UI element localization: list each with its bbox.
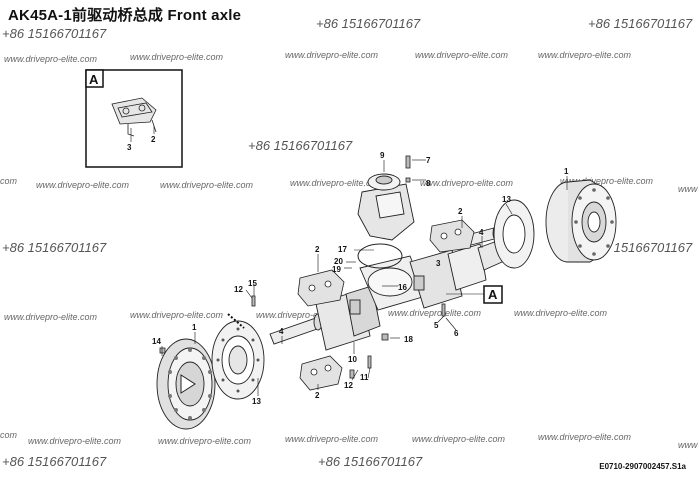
callout-7: 7	[426, 156, 431, 165]
watermark-url: www.drivepro-elite.com	[514, 308, 608, 318]
watermark-url: www.drivepro-elite.com	[538, 432, 632, 442]
detail-label: A	[89, 72, 99, 87]
brake-caliper	[429, 219, 475, 253]
watermark-phone: +86 15166701167	[318, 454, 423, 469]
watermark-url: www.drivepro-elite.com	[130, 52, 224, 62]
callout-9: 9	[380, 151, 385, 160]
watermark-url: www.drivepro-elite.com	[285, 434, 379, 444]
callout-1: 1	[564, 167, 569, 176]
detail-caliper-illustration	[111, 97, 157, 137]
page-title: AK45A-1前驱动桥总成 Front axle	[8, 7, 242, 24]
watermark-url: www.drivepro-elite.com	[285, 50, 379, 60]
callout-20: 20	[334, 257, 343, 266]
watermark-url: www.drivepro-elite.com	[130, 310, 224, 320]
watermark-url: www.drivepro-elite.com	[560, 176, 654, 186]
callout-2: 2	[315, 245, 320, 254]
callout-4: 4	[479, 228, 484, 237]
left-brake-disc	[211, 320, 265, 400]
drawing-code: E0710-2907002457.S1a	[599, 462, 686, 471]
watermark-url: www	[678, 184, 698, 194]
watermark-url: www.drivepro-elite.com	[388, 308, 482, 318]
ref-a-marker: A	[483, 285, 503, 304]
watermark-url: com	[0, 430, 18, 440]
watermark-url: com	[0, 176, 18, 186]
callout-19: 19	[332, 265, 341, 274]
watermark-url: www.drivepro-elite.com	[4, 312, 98, 322]
axle-housing	[315, 239, 503, 351]
left-stud-line	[227, 313, 245, 329]
left-wheel-hub	[156, 338, 216, 430]
brake-caliper	[299, 355, 343, 391]
right-brake-disc	[493, 199, 535, 269]
bolts	[159, 155, 446, 379]
callout-14: 14	[152, 337, 161, 346]
watermark-url: www.drivepro-elite.com	[36, 180, 130, 190]
brake-caliper	[297, 269, 345, 307]
callout-13: 13	[502, 195, 511, 204]
watermark-phone: +86 15166701167	[2, 240, 107, 255]
callout-4: 4	[279, 327, 284, 336]
callout-13: 13	[252, 397, 261, 406]
watermark-url: www.drivepro-elite.com	[412, 434, 506, 444]
callout-6: 6	[454, 329, 459, 338]
callout-3: 3	[436, 259, 441, 268]
callout-5: 5	[434, 321, 439, 330]
leader-lines	[161, 159, 568, 396]
callout-18: 18	[404, 335, 413, 344]
watermark-url: www.drivepro-elite.com	[420, 178, 514, 188]
detail-callout: 2	[151, 135, 156, 144]
watermark-url: www.drivepro-elite.com	[28, 436, 122, 446]
right-wheel-hub	[545, 179, 617, 263]
differential-carrier	[357, 173, 415, 241]
watermark-url: www	[678, 440, 698, 450]
callout-labels: 1 1 2 2 2 3 4 4 5 6 7 8 9 10 11 12 12 13…	[152, 151, 569, 406]
watermark-phone: +86 15166701167	[2, 26, 107, 41]
watermark-url: www.drivepro-elite.com	[256, 310, 350, 320]
detail-callout: 3	[127, 143, 132, 152]
callout-12: 12	[344, 381, 353, 390]
watermark-url: www.drivepro-elite.com	[290, 178, 384, 188]
watermark-phone: +86 15166701167	[588, 16, 693, 31]
callout-10: 10	[348, 355, 357, 364]
watermark-url: www.drivepro-elite.com	[538, 50, 632, 60]
watermark-url: www.drivepro-elite.com	[415, 50, 509, 60]
watermark-phone: +86 15166701167	[2, 454, 107, 469]
callout-16: 16	[398, 283, 407, 292]
callout-17: 17	[338, 245, 347, 254]
left-axle-shaft	[269, 313, 323, 345]
watermark-phone: +86 15166701167	[316, 16, 421, 31]
watermark-url: www.drivepro-elite.com	[4, 54, 98, 64]
callout-8: 8	[426, 179, 431, 188]
detail-a-inset: A 3 2	[85, 69, 183, 168]
callout-1: 1	[192, 323, 197, 332]
callout-15: 15	[248, 279, 257, 288]
watermark-url: www.drivepro-elite.com	[160, 180, 254, 190]
callout-2: 2	[458, 207, 463, 216]
watermark-phone: +86 15166701167	[588, 240, 693, 255]
callout-12: 12	[234, 285, 243, 294]
watermark-phone: +86 15166701167	[248, 138, 353, 153]
ref-a-label: A	[488, 287, 498, 302]
gasket-ring	[357, 243, 403, 269]
watermark-url: www.drivepro-elite.com	[158, 436, 252, 446]
callout-2: 2	[315, 391, 320, 400]
callout-11: 11	[360, 373, 369, 382]
